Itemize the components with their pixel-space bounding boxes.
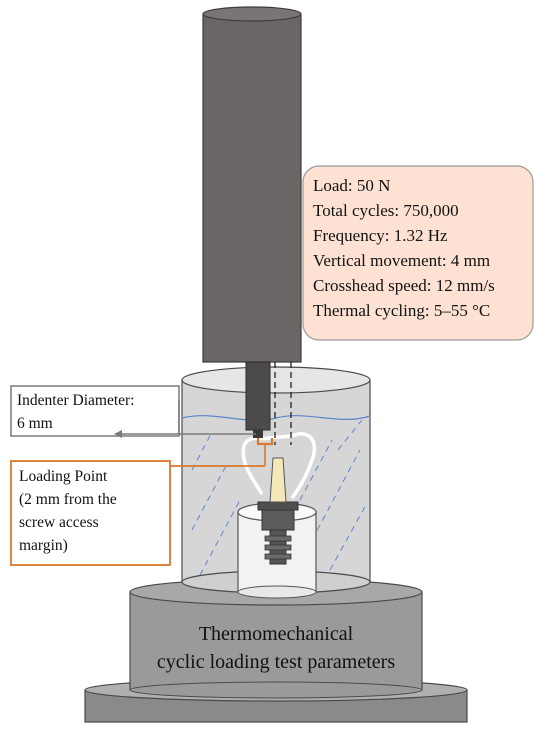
loading-point-line3: screw access bbox=[19, 514, 99, 531]
loading-point-line1: Loading Point bbox=[19, 468, 108, 485]
param-load: Load: 50 N bbox=[313, 176, 390, 195]
param-crosshead-speed: Crosshead speed: 12 mm/s bbox=[313, 276, 495, 295]
indenter-label-line2: 6 mm bbox=[17, 415, 53, 432]
water-surface-line bbox=[181, 415, 371, 421]
implant-abutment bbox=[257, 457, 299, 565]
base-title-line1: Thermomechanical bbox=[199, 623, 354, 645]
indenter-label-line1: Indenter Diameter: bbox=[17, 392, 134, 409]
loading-point-line2: (2 mm from the bbox=[19, 491, 117, 508]
crown-outline bbox=[241, 432, 317, 500]
param-frequency: Frequency: 1.32 Hz bbox=[313, 226, 448, 245]
loading-rod bbox=[202, 6, 302, 445]
parameters-box: Load: 50 N Total cycles: 750,000 Frequen… bbox=[302, 165, 534, 341]
water-hatching bbox=[191, 419, 367, 576]
param-thermal-cycling: Thermal cycling: 5–55 °C bbox=[313, 301, 490, 320]
param-vertical-movement: Vertical movement: 4 mm bbox=[313, 251, 490, 270]
loading-point-line4: margin) bbox=[19, 537, 68, 554]
base-title-line2: cyclic loading test parameters bbox=[157, 651, 395, 673]
indenter-arrow-head bbox=[114, 430, 122, 438]
indenter-callout: Indenter Diameter: 6 mm bbox=[10, 385, 256, 438]
loading-point-callout: Loading Point (2 mm from the screw acces… bbox=[10, 460, 265, 566]
param-total-cycles: Total cycles: 750,000 bbox=[313, 201, 459, 220]
